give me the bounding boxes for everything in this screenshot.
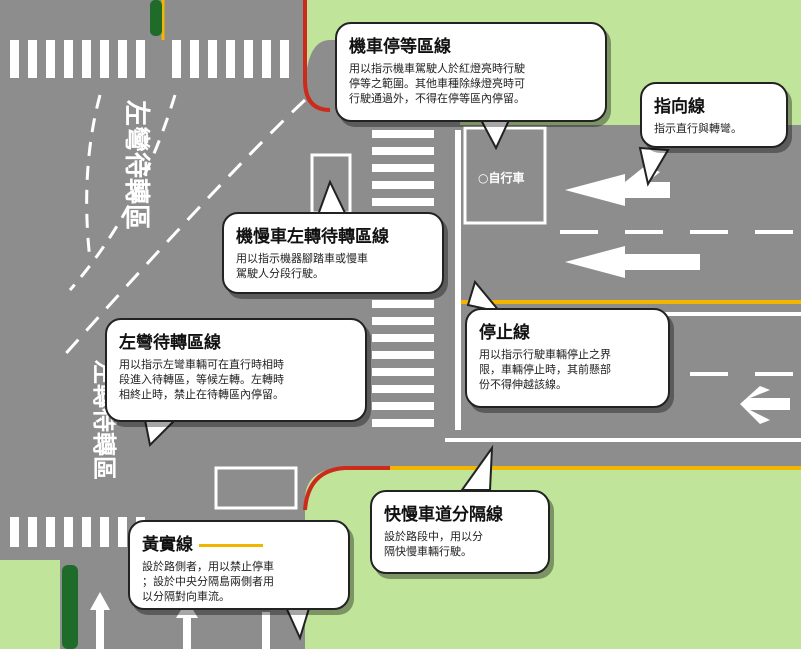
callout-title: 左彎待轉區線 [119,333,221,353]
callout-left-turn-wait: 左彎待轉區線 用以指示左彎車輛可在直行時相時 段進入待轉區，等候左轉。左轉時 相… [105,318,367,422]
callout-title: 指向線 [654,97,705,117]
callout-direction-line: 指向線 指示直行與轉彎。 [640,82,788,148]
callout-body: 用以指示左彎車輛可在直行時相時 段進入待轉區，等候左轉。左轉時 相終止時，禁止在… [119,358,284,401]
center-solid-line [560,312,801,316]
yellow-line-swatch [199,543,263,547]
crosswalk-top [10,40,289,78]
median-bottom-left [62,565,78,649]
grass-bottom-left [0,560,60,649]
callout-body: 設於路段中，用以分 隔快慢車輛行駛。 [384,530,483,558]
callout-body: 指示直行與轉彎。 [654,122,742,135]
stop-line [455,130,461,430]
callout-title: 快慢車道分隔線 [384,505,503,525]
callout-body: 用以指示行駛車輛停止之界 限，車輛停止時，其前懸部 份不得伸越該線。 [479,348,611,391]
callout-yellow-solid-line: 黃實線 設於路側者，用以禁止停車 ；設於中央分隔島兩側者用 以分隔對向車流。 [128,520,350,610]
callout-stop-line: 停止線 用以指示行駛車輛停止之界 限，車輛停止時，其前懸部 份不得伸越該線。 [465,308,670,408]
left-turn-box-text: 左彎待轉區 [121,100,152,230]
red-curb-top [303,0,331,112]
callout-body: 用以指示機器腳踏車或慢車 駕駛人分段行駛。 [236,252,368,280]
lane-divider-solid [445,438,801,442]
callout-body: 設於路側者，用以禁止停車 ；設於中央分隔島兩側者用 以分隔對向車流。 [142,560,274,603]
left-turn-dashes [85,94,102,261]
callout-title: 黃實線 [142,530,336,555]
direction-arrows [565,166,790,424]
callout-title: 機慢車左轉待轉區線 [236,227,389,247]
callout-two-stage-turn: 機慢車左轉待轉區線 用以指示機器腳踏車或慢車 駕駛人分段行駛。 [222,212,444,294]
callout-motorcycle-stop-zone: 機車停等區線 用以指示機車駕駛人於紅燈亮時行駛 停等之範圍。其他車種除綠燈亮時可… [335,22,607,122]
left-turn-curve [68,94,177,291]
median-top [150,0,162,36]
bike-symbol-text: ○自行車 [478,170,524,185]
callout-tails [143,117,670,641]
callout-title: 機車停等區線 [349,37,451,57]
red-curb-bottom [303,466,390,511]
callout-lane-divider: 快慢車道分隔線 設於路段中，用以分 隔快慢車輛行駛。 [370,490,550,574]
parking-box [214,466,298,510]
callout-title: 停止線 [479,323,530,343]
callout-body: 用以指示機車駕駛人於紅燈亮時行駛 停等之範圍。其他車種除綠燈亮時可 行駛通過外，… [349,62,525,105]
